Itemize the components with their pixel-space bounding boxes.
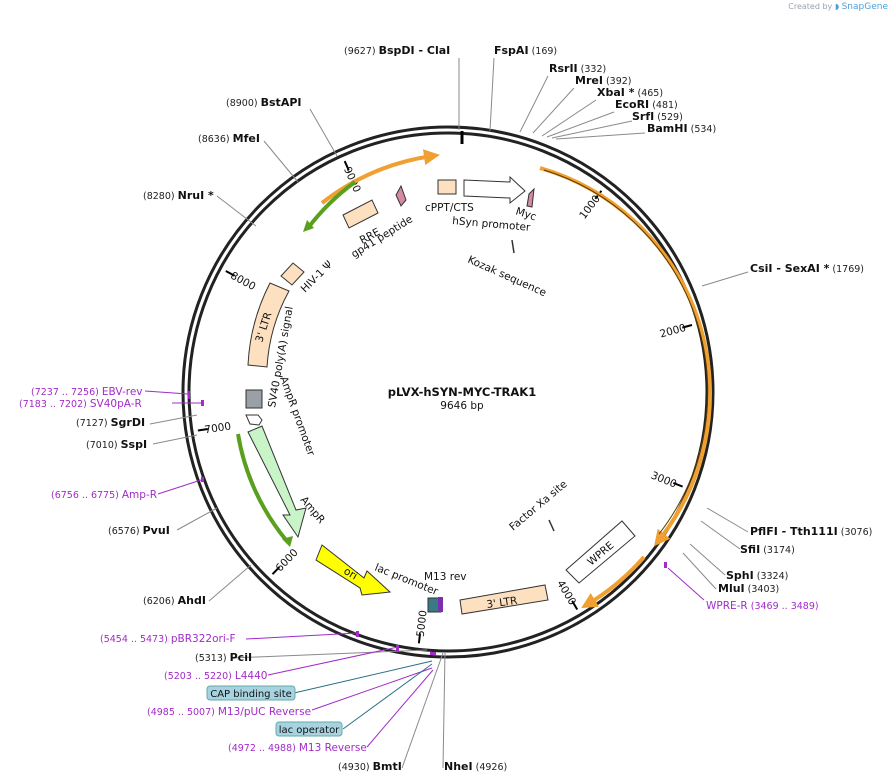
green-arc-lower: [236, 433, 288, 542]
plasmid-length: 9646 bp: [440, 400, 484, 412]
site-label-19[interactable]: (7127) SgrDI: [76, 416, 145, 429]
hsyn-arrow: [463, 175, 526, 205]
site-label-17[interactable]: (6576) PvuI: [108, 524, 170, 537]
factorxa-label: Factor Xa site: [507, 478, 569, 533]
ampr-arrow: [247, 425, 307, 539]
gp41-box: [395, 184, 407, 207]
factorxa-mark: [548, 519, 555, 532]
orf-arc-top: [320, 149, 440, 205]
watermark: Created by ◗ SnapGene: [788, 2, 888, 12]
orf-arc-inner-right: [543, 169, 709, 535]
site-label-12[interactable]: MluI (3403): [718, 582, 779, 595]
cppt-box: [437, 179, 457, 195]
snapgene-logo-icon: ◗: [834, 2, 840, 11]
primer-labels: WPRE-R (3469 .. 3489) (5454 .. 5473) pBR3…: [19, 386, 819, 754]
hiv-label: HIV-1 Ψ: [299, 259, 336, 296]
hiv-box: [280, 262, 305, 286]
ampprom-label: AmpR promoter: [277, 375, 317, 458]
tick-mark-8000: [225, 270, 236, 277]
backbone-outer: [181, 125, 715, 659]
tick-label-4000: 4000: [554, 578, 578, 607]
primer-marks: [188, 391, 667, 655]
sv40-box: [245, 389, 263, 409]
primer-label-4[interactable]: (4972 .. 4988) M13 Reverse: [228, 742, 367, 754]
green-arc-lower-head: [282, 536, 293, 547]
watermark-brand: SnapGene: [841, 2, 888, 12]
rre-box: [342, 199, 379, 229]
green-arc-upper-head: [303, 220, 314, 232]
tick-mark-2000: [682, 324, 693, 329]
site-label-9[interactable]: PflFI - Tth111I (3076): [750, 525, 872, 538]
primer-label-2[interactable]: (5203 .. 5220) L4440: [164, 670, 267, 682]
tick-mark-9000: [343, 160, 350, 171]
site-label-3[interactable]: MreI (392): [575, 74, 632, 87]
site-label-4[interactable]: XbaI * (465): [597, 86, 663, 99]
site-label-10[interactable]: SfiI (3174): [740, 543, 795, 556]
tick-label-7000: 7000: [204, 420, 232, 436]
tick-mark-7000: [197, 427, 208, 432]
tick-mark-6000: [271, 566, 281, 575]
boxed-feature-bg-0: [206, 685, 296, 701]
tick-label-5000: 5000: [415, 610, 430, 638]
boxed-feature-labels: CAP binding site lac operator: [206, 685, 343, 737]
site-label-11[interactable]: SphI (3324): [726, 569, 788, 582]
kozak-mark: [511, 239, 515, 254]
orf-arc-right: [539, 166, 712, 547]
boxed-feature-label-0[interactable]: CAP binding site: [210, 689, 292, 700]
ltr5-box: [247, 282, 290, 368]
primer-label-5[interactable]: (6756 .. 6775) Amp-R: [51, 489, 157, 501]
site-label-20[interactable]: (8280) NruI *: [143, 189, 214, 202]
site-label-7[interactable]: BamHI (534): [647, 122, 716, 135]
site-label-22[interactable]: (8900) BstAPI: [226, 96, 301, 109]
boxed-feature-leaders: [293, 660, 433, 730]
tick-mark-3000: [672, 481, 684, 488]
boxed-feature-label-1[interactable]: lac operator: [279, 725, 340, 736]
primer-label-1[interactable]: (5454 .. 5473) pBR322ori-F: [100, 633, 236, 645]
tick-label-1000: 1000: [577, 193, 603, 222]
site-label-13[interactable]: NheI (4926): [444, 760, 507, 773]
ltr3-label: 3' LTR: [486, 595, 518, 611]
tick-label-3000: 3000: [649, 470, 678, 491]
site-label-5[interactable]: EcoRI (481): [615, 98, 678, 111]
cppt-label: cPPT/CTS: [425, 202, 474, 214]
ori-label: ori: [342, 565, 360, 582]
site-label-2[interactable]: RsrII (332): [549, 62, 606, 75]
myc-box: [526, 187, 535, 208]
primer-label-7[interactable]: (7237 .. 7256) EBV-rev: [31, 386, 143, 398]
tick-label-6000: 6000: [273, 547, 300, 575]
site-label-16[interactable]: (6206) AhdI: [143, 594, 206, 607]
plasmid-name: pLVX-hSYN-MYC-TRAK1: [388, 385, 536, 399]
primer-leaders: [144, 390, 705, 748]
site-label-18[interactable]: (7010) SspI: [86, 438, 147, 451]
ori-arrow: [315, 544, 392, 596]
primer-label-6[interactable]: (7183 .. 7202) SV40pA-R: [19, 398, 142, 410]
tick-mark-5000: [417, 633, 422, 644]
site-label-8[interactable]: CsiI - SexAI * (1769): [750, 262, 864, 275]
m13-rev-box: [438, 597, 443, 612]
tick-label-8000: 8000: [228, 270, 257, 293]
restriction-site-labels: (9627) BspDI - ClaI FspAI (169) RsrII (332…: [76, 44, 872, 773]
orf-arc-lower-right: [581, 555, 646, 609]
ampprom-arrow: [245, 414, 263, 426]
site-label-1[interactable]: FspAI (169): [494, 44, 557, 57]
watermark-prefix: Created by: [788, 2, 833, 11]
site-label-6[interactable]: SrfI (529): [632, 110, 683, 123]
site-leaders: [149, 57, 749, 769]
primer-label-0[interactable]: WPRE-R (3469 .. 3489): [706, 600, 819, 612]
kozak-label: Kozak sequence: [466, 254, 548, 299]
m13rev-label: M13 rev: [424, 571, 467, 583]
tick-mark-4000: [571, 600, 579, 611]
site-label-15[interactable]: (5313) PciI: [195, 651, 252, 664]
site-label-21[interactable]: (8636) MfeI: [198, 132, 260, 145]
tick-label-2000: 2000: [658, 322, 687, 341]
site-label-14[interactable]: (4930) BmtI: [338, 760, 402, 773]
primer-label-3[interactable]: (4985 .. 5007) M13/pUC Reverse: [147, 706, 311, 718]
wpre-box: [565, 520, 636, 584]
ltr3-box: [459, 584, 549, 615]
site-label-0[interactable]: (9627) BspDI - ClaI: [344, 44, 450, 57]
boxed-feature-bg-1: [275, 721, 343, 737]
